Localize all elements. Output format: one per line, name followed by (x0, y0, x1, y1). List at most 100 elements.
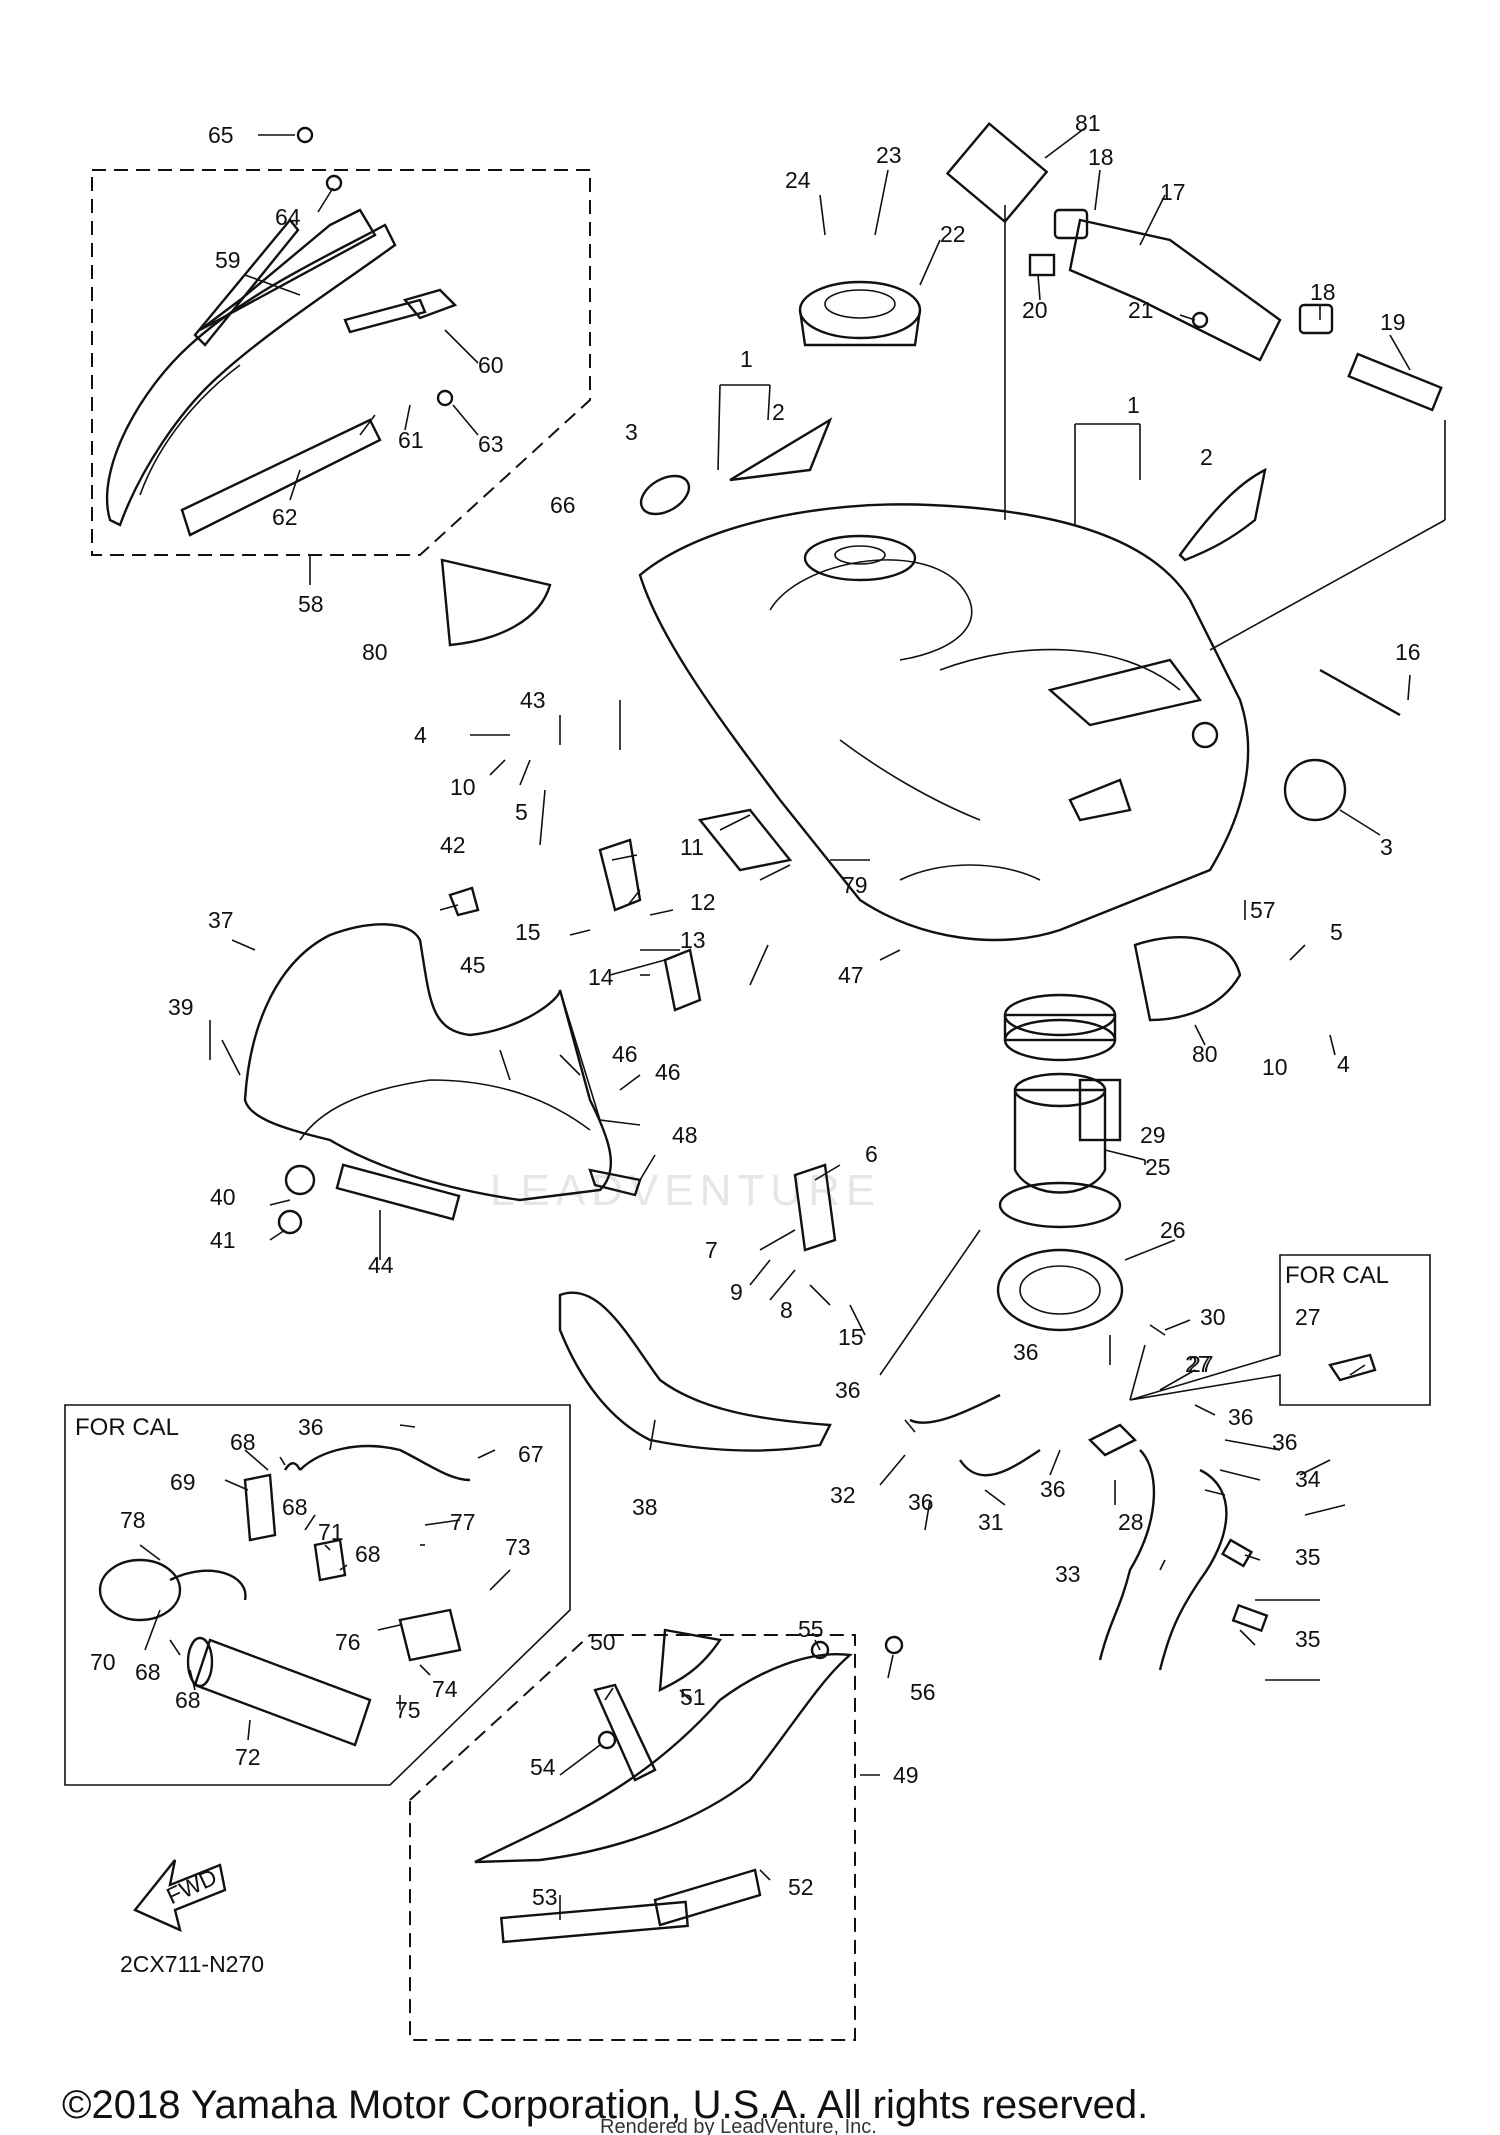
part-number-81: 81 (1075, 110, 1101, 136)
part-number-64: 64 (275, 204, 301, 230)
part-number-68b: 68 (282, 1494, 308, 1520)
part-number-17: 17 (1160, 179, 1186, 205)
part-number-5b: 5 (1330, 919, 1343, 945)
part-number-44: 44 (368, 1252, 394, 1278)
part-number-1b: 1 (1127, 392, 1140, 418)
part-number-24: 24 (785, 167, 811, 193)
bracket-6 (793, 1163, 837, 1252)
part-number-40: 40 (210, 1184, 236, 1210)
side-pad-80-left (440, 558, 552, 647)
part-number-30: 30 (1200, 1304, 1226, 1330)
part-number-23: 23 (876, 142, 902, 168)
front-cover-37 (243, 923, 642, 1202)
part-number-32: 32 (830, 1482, 856, 1508)
part-number-27-forcal: 27 (1295, 1304, 1321, 1330)
part-number-33: 33 (1055, 1561, 1081, 1587)
part-number-11: 11 (680, 834, 704, 860)
part-number-51: 51 (680, 1684, 706, 1710)
part-number-28: 28 (1118, 1509, 1144, 1535)
part-number-74: 74 (432, 1676, 458, 1702)
part-number-25: 25 (1145, 1154, 1171, 1180)
part-number-48: 48 (672, 1122, 698, 1148)
part-number-27a: 27 (1185, 1351, 1211, 1377)
part-number-47: 47 (838, 962, 864, 988)
label-81 (945, 122, 1049, 224)
part-number-67: 67 (518, 1441, 544, 1467)
part-number-43: 43 (520, 687, 546, 713)
part-number-59: 59 (215, 247, 241, 273)
strip-44 (335, 1163, 461, 1221)
part-number-2a: 2 (772, 399, 785, 425)
part-number-80b: 80 (1192, 1041, 1218, 1067)
part-number-79: 79 (842, 872, 868, 898)
grommet-40 (284, 1164, 316, 1196)
part-number-73: 73 (505, 1534, 531, 1560)
part-number-68e: 68 (175, 1687, 201, 1713)
fuel-tank (638, 503, 1250, 942)
leader-lines (139, 127, 1446, 1920)
part-number-57: 57 (1250, 897, 1276, 923)
part-number-61: 61 (398, 427, 424, 453)
part-number-68d: 68 (135, 1659, 161, 1685)
part-number-3a: 3 (625, 419, 638, 445)
part-number-1a: 1 (740, 346, 753, 372)
part-number-10a: 10 (450, 774, 476, 800)
part-number-5a: 5 (515, 799, 528, 825)
diagram-id: 2CX711-N270 (120, 1951, 264, 1977)
part-number-15a: 15 (515, 919, 541, 945)
fuel-cap (798, 280, 922, 347)
lower-cover-38 (558, 1291, 832, 1452)
part-number-16: 16 (1395, 639, 1421, 665)
part-number-18b: 18 (1310, 279, 1336, 305)
part-number-18a: 18 (1088, 144, 1114, 170)
part-number-68a: 68 (230, 1429, 256, 1455)
part-number-39: 39 (168, 994, 194, 1020)
part-number-46b: 46 (655, 1059, 681, 1085)
part-number-29: 29 (1140, 1122, 1166, 1148)
part-number-63: 63 (478, 431, 504, 457)
fuel-pump (996, 993, 1124, 1332)
part-number-13: 13 (680, 927, 706, 953)
part-number-70: 70 (90, 1649, 116, 1675)
part-number-68c: 68 (355, 1541, 381, 1567)
part-number-45: 45 (460, 952, 486, 978)
part-number-54: 54 (530, 1754, 556, 1780)
emblem-ring-3-top (639, 474, 691, 516)
for-cal-box-right (1129, 1254, 1431, 1406)
part-number-71: 71 (318, 1519, 344, 1545)
part-number-6: 6 (865, 1141, 878, 1167)
part-number-58: 58 (298, 591, 324, 617)
rendered-by: Rendered by LeadVenture, Inc. (600, 2116, 877, 2135)
part-number-19: 19 (1380, 309, 1406, 335)
watermark: LEADVENTURE (490, 1166, 881, 1215)
part-number-36a: 36 (1013, 1339, 1039, 1365)
part-number-36c: 36 (1228, 1404, 1254, 1430)
group-58-box (91, 169, 591, 556)
part-number-8: 8 (780, 1297, 793, 1323)
part-number-69: 69 (170, 1469, 196, 1495)
group-49-box (409, 1634, 856, 2041)
part-number-37: 37 (208, 907, 234, 933)
pad-79 (697, 808, 793, 872)
part-number-26: 26 (1160, 1217, 1186, 1243)
part-number-15b: 15 (838, 1324, 864, 1350)
part-number-76: 76 (335, 1629, 361, 1655)
part-number-36e: 36 (908, 1489, 934, 1515)
part-number-2b: 2 (1200, 444, 1213, 470)
part-number-78: 78 (120, 1507, 146, 1533)
side-pad-80-right (1133, 936, 1242, 1022)
seat-cover-parts (105, 126, 458, 537)
bolt-16 (1319, 668, 1401, 717)
part-number-20: 20 (1022, 297, 1048, 323)
part-number-34: 34 (1295, 1466, 1321, 1492)
decal-2-left (729, 417, 833, 482)
part-number-77: 77 (450, 1509, 476, 1535)
part-number-35b: 35 (1295, 1626, 1321, 1652)
part-number-36f: 36 (1040, 1476, 1066, 1502)
part-number-80a: 80 (362, 639, 388, 665)
part-number-27b: 27 (1188, 1351, 1214, 1377)
part-number-62: 62 (272, 504, 298, 530)
part-number-60: 60 (478, 352, 504, 378)
part-number-66: 66 (550, 492, 576, 518)
